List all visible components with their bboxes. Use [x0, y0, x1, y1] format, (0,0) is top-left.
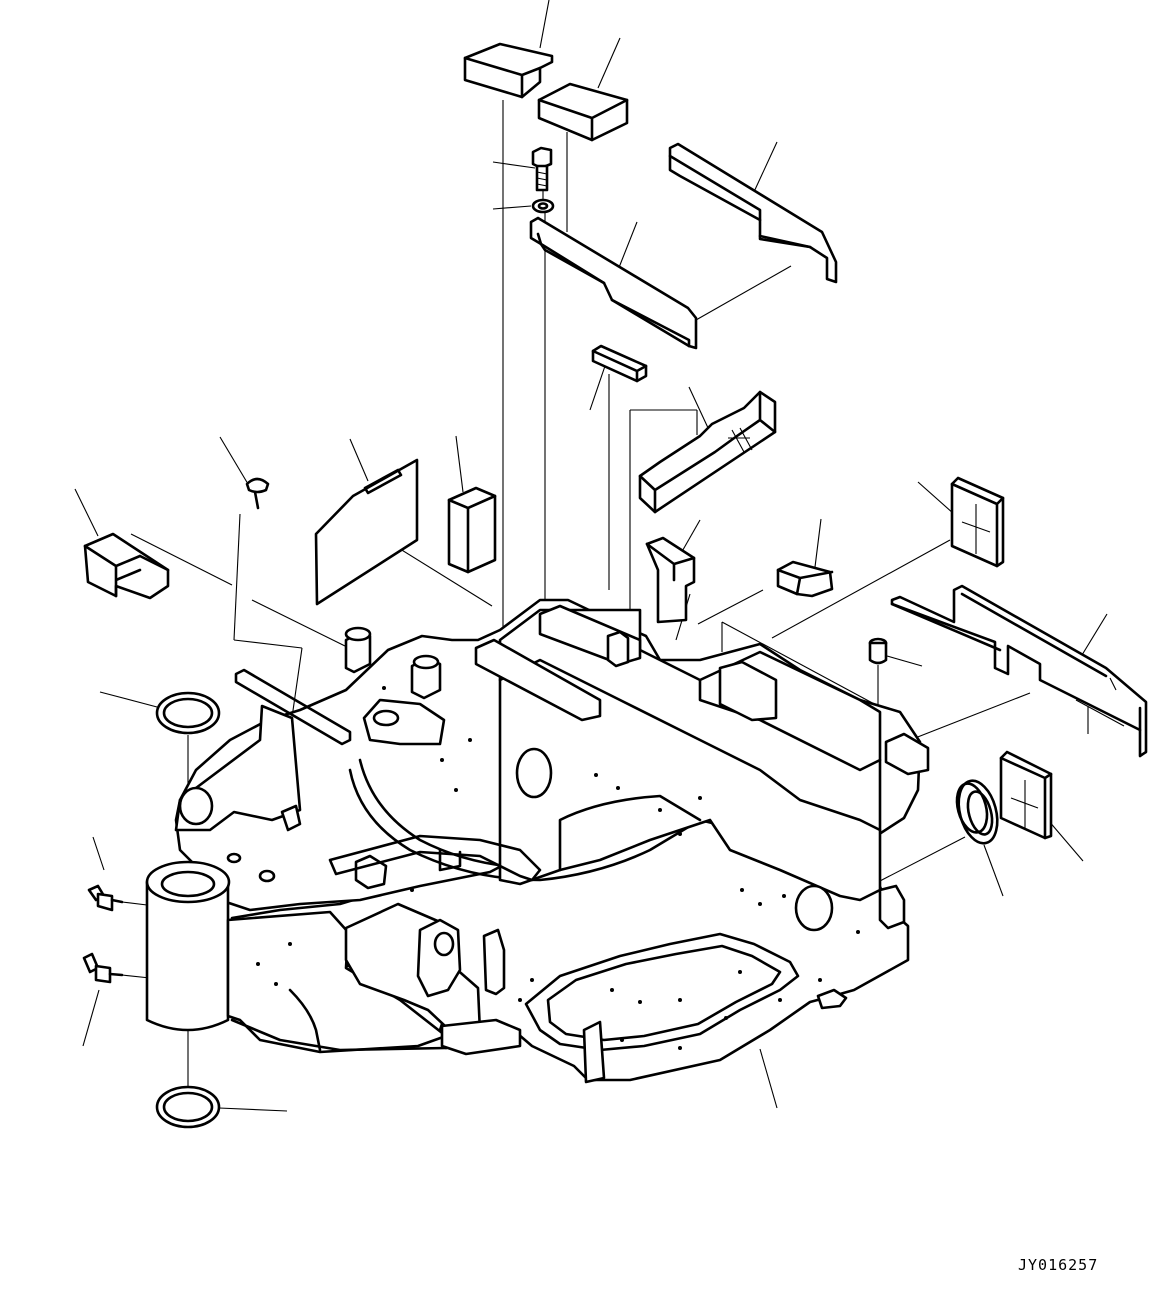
- counterweight-block-upper-right: [537, 82, 629, 142]
- revolving-frame: [145, 598, 930, 1084]
- grease-fitting-angled: [82, 952, 124, 984]
- cylinder-pin: [868, 637, 888, 665]
- bolt: [531, 146, 553, 192]
- rear-cover-plate: [529, 216, 698, 350]
- washer: [531, 198, 555, 214]
- o-ring-top: [155, 691, 221, 735]
- seal-plate-left: [314, 458, 419, 606]
- clip-screw: [245, 477, 270, 510]
- leader-lines: [74, 0, 1108, 1112]
- block-standing: [447, 486, 497, 574]
- pad-left: [83, 532, 170, 600]
- drawing-id-label: JY016257: [1018, 1256, 1099, 1274]
- long-cover-right: [890, 584, 1148, 758]
- square-plate-right: [999, 750, 1053, 840]
- small-spacer: [591, 344, 648, 383]
- pad-stand: [645, 536, 696, 624]
- grease-fitting-straight: [87, 884, 124, 912]
- pad-small: [776, 560, 834, 598]
- seal-ring-right: [955, 779, 999, 845]
- frame-holes: [256, 686, 860, 1050]
- square-pad-right: [950, 476, 1005, 568]
- counterweight-block-upper-left: [463, 42, 554, 99]
- o-ring-bottom: [155, 1085, 221, 1129]
- wedge-block: [638, 390, 777, 514]
- top-cover-right: [668, 142, 838, 284]
